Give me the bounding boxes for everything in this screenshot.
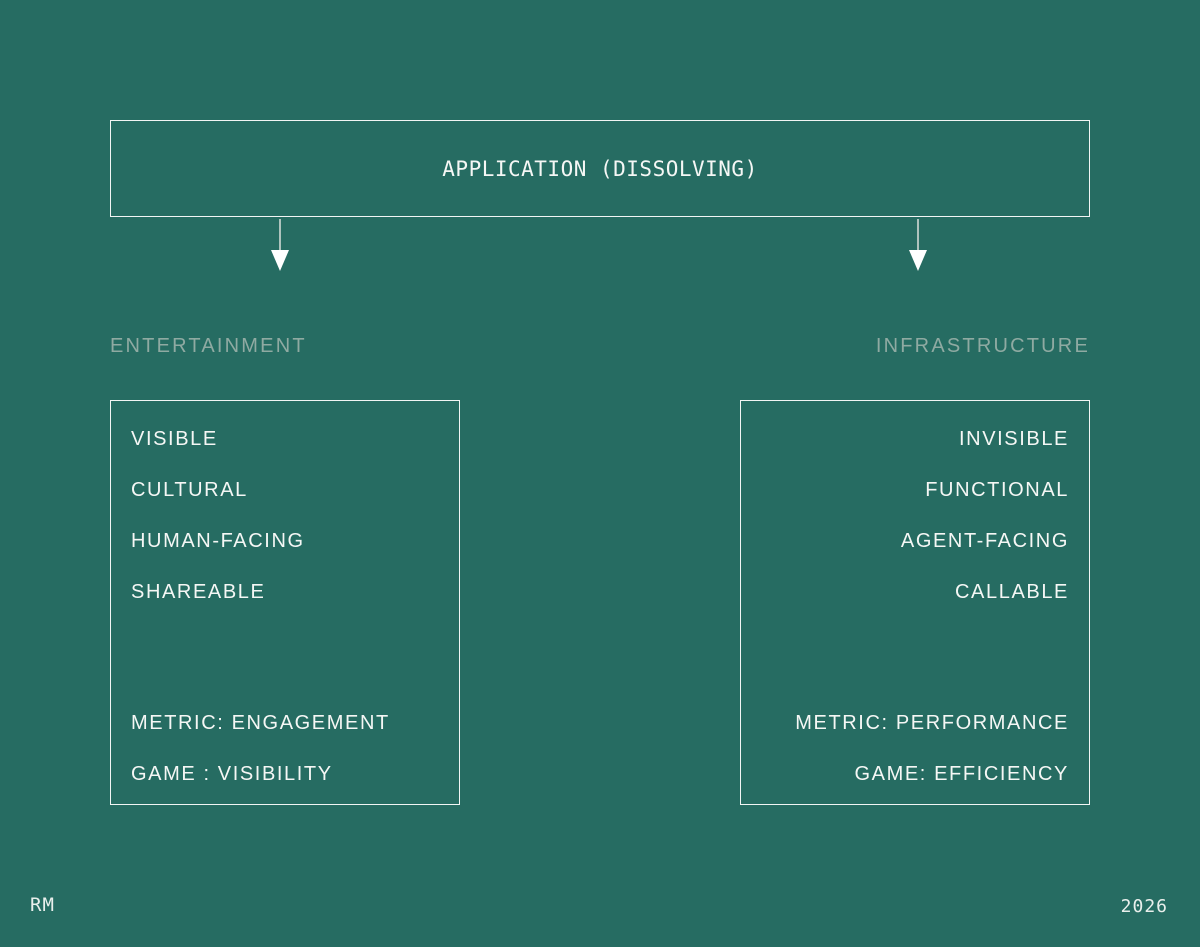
trait-item: FUNCTIONAL: [925, 478, 1069, 501]
down-arrow-right: [909, 219, 927, 271]
down-arrow-left: [271, 219, 289, 271]
trait-item: AGENT-FACING: [900, 529, 1069, 552]
list-spacer: [761, 629, 1069, 709]
arrow-stem: [279, 219, 281, 251]
game-line: GAME : VISIBILITY: [131, 762, 333, 785]
metric-line: METRIC: ENGAGEMENT: [131, 711, 390, 734]
arrowhead-icon: [271, 250, 289, 271]
arrowhead-icon: [909, 250, 927, 271]
trait-item: VISIBLE: [131, 427, 218, 450]
trait-item: HUMAN-FACING: [131, 529, 305, 552]
arrow-stem: [917, 219, 919, 251]
trait-item: CALLABLE: [955, 580, 1069, 603]
entertainment-box: VISIBLE CULTURAL HUMAN-FACING SHAREABLE …: [110, 400, 460, 805]
application-node-label: APPLICATION (DISSOLVING): [442, 156, 758, 181]
game-line: GAME: EFFICIENCY: [854, 762, 1069, 785]
column-label-infrastructure: INFRASTRUCTURE: [875, 335, 1090, 357]
column-label-entertainment: ENTERTAINMENT: [110, 335, 307, 357]
application-node: APPLICATION (DISSOLVING): [110, 120, 1090, 217]
metric-line: METRIC: PERFORMANCE: [795, 711, 1069, 734]
author-initials: RM: [30, 894, 55, 916]
trait-item: INVISIBLE: [959, 427, 1069, 450]
year-label: 2026: [1120, 896, 1168, 917]
trait-item: SHAREABLE: [131, 580, 266, 603]
infrastructure-box: INVISIBLE FUNCTIONAL AGENT-FACING CALLAB…: [740, 400, 1090, 805]
list-spacer: [131, 629, 439, 709]
trait-item: CULTURAL: [131, 478, 248, 501]
